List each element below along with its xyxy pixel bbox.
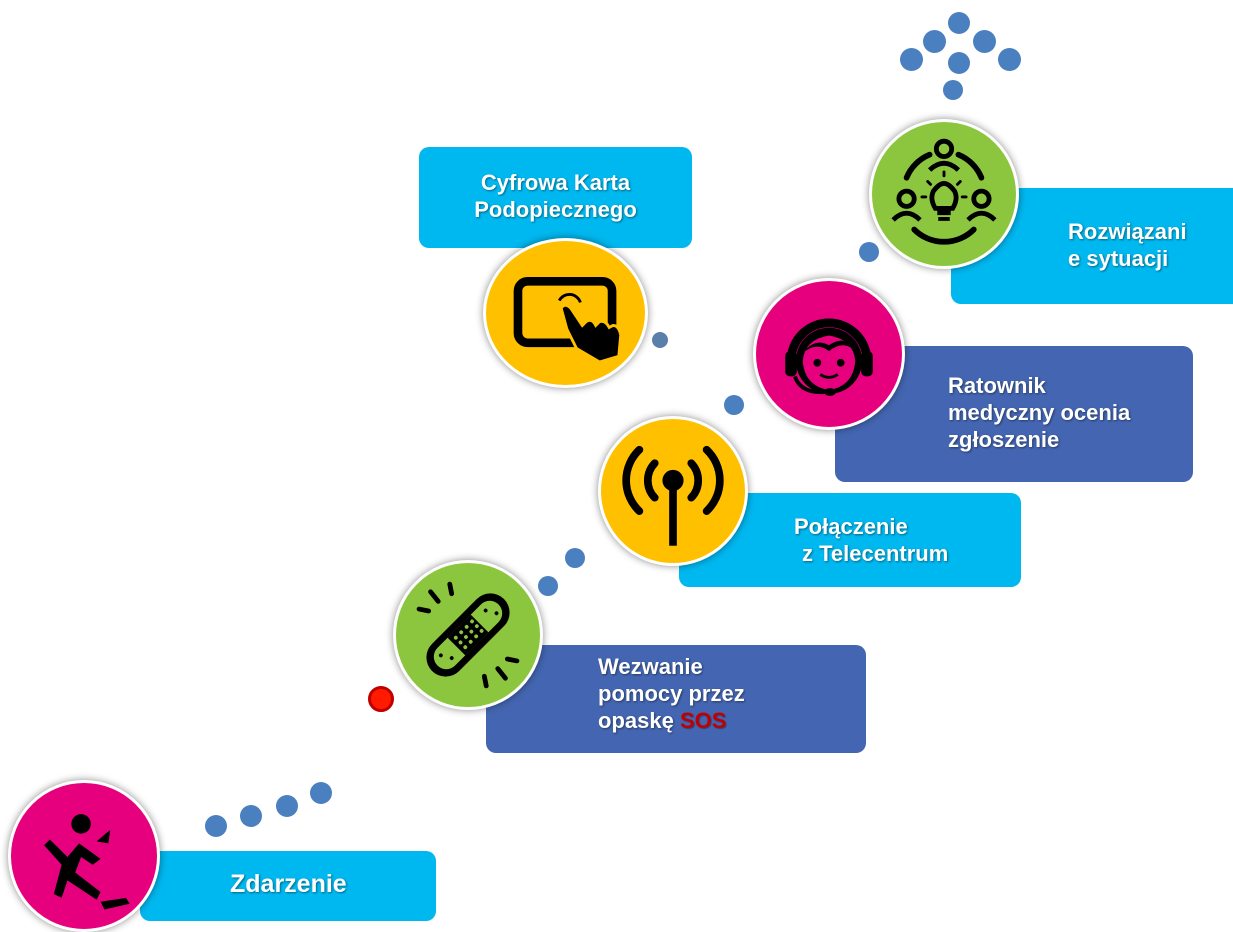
step-karta-line2: Podopiecznego	[474, 197, 637, 222]
connector-dot	[859, 242, 879, 262]
step-ratownik-line3: zgłoszenie	[948, 427, 1060, 452]
step-rozwiazanie-line1: Rozwiązani	[1068, 219, 1187, 244]
decor-dot	[900, 48, 923, 71]
step-zdarzenie-box: Zdarzenie	[140, 851, 436, 921]
connector-dot	[538, 576, 558, 596]
antenna-signal-icon	[622, 445, 724, 546]
tablet-touch-icon	[513, 276, 623, 364]
headset-operator-icon	[785, 318, 873, 396]
step-karta-box: Cyfrowa Karta Podopiecznego	[419, 147, 692, 248]
decor-dot	[923, 30, 946, 53]
connector-dot	[240, 805, 262, 827]
decor-dot	[948, 52, 970, 74]
step-ratownik-line1: Ratownik	[948, 373, 1046, 398]
decor-dot	[948, 12, 970, 34]
step-rozwiazanie-circle	[869, 119, 1019, 269]
bandage-icon	[416, 581, 520, 689]
step-wezwanie-line2: pomocy przez	[598, 681, 745, 706]
connector-dot	[652, 332, 668, 348]
step-wezwanie-box: Wezwanie pomocy przez opaskę SOS	[486, 645, 866, 753]
connector-dot	[724, 395, 744, 415]
connector-dot	[205, 815, 227, 837]
step-zdarzenie-circle	[8, 780, 160, 932]
falling-person-icon	[44, 814, 130, 910]
team-idea-icon	[891, 138, 997, 245]
step-ratownik-circle	[753, 278, 905, 430]
connector-dot	[310, 782, 332, 804]
step-wezwanie-line3-wrap: opaskę SOS	[598, 707, 866, 734]
step-ratownik-box: Ratownik medyczny ocenia zgłoszenie	[835, 346, 1193, 482]
connector-dot	[276, 795, 298, 817]
step-polaczenie-line2: z Telecentrum	[802, 541, 949, 566]
step-karta-line1: Cyfrowa Karta	[480, 170, 631, 195]
alert-dot	[368, 686, 394, 712]
step-karta-circle	[483, 238, 648, 388]
decor-dot	[943, 80, 963, 100]
step-polaczenie-circle	[598, 416, 748, 566]
step-wezwanie-line3: opaskę	[598, 708, 674, 733]
step-zdarzenie-label: Zdarzenie	[230, 870, 347, 898]
step-wezwanie-circle	[393, 560, 543, 710]
connector-dot	[565, 548, 585, 568]
step-ratownik-line2: medyczny ocenia	[948, 400, 1131, 425]
step-polaczenie-line1: Połączenie	[794, 514, 908, 539]
step-wezwanie-line1: Wezwanie	[598, 654, 703, 679]
step-rozwiazanie-line2: e sytuacji	[1068, 246, 1169, 271]
decor-dot	[998, 48, 1021, 71]
decor-dot	[973, 30, 996, 53]
sos-label: SOS	[679, 708, 727, 733]
